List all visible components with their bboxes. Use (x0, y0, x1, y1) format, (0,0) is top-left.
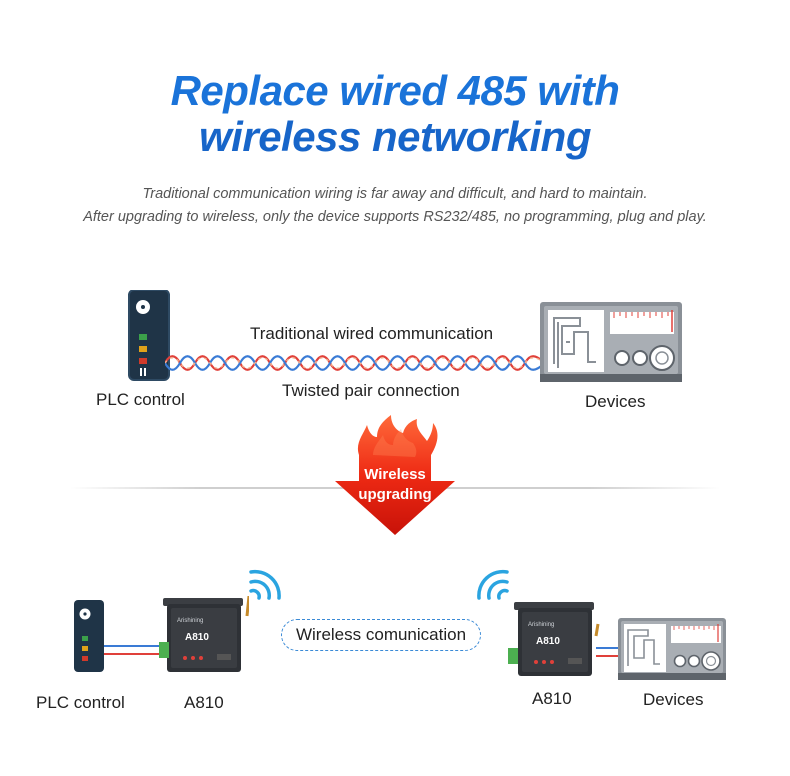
a810-left-label: A810 (184, 693, 224, 712)
wired-devices-label: Devices (585, 392, 646, 411)
rs485-wires-right (596, 647, 622, 657)
a810-module-left-icon: Arishining A810 (159, 596, 249, 672)
wifi-signal-right-icon (477, 569, 509, 600)
plc-controller-icon (128, 290, 170, 381)
device-panel-small-icon (618, 618, 726, 680)
title-line-2: wireless networking (199, 113, 591, 160)
wireless-link-label: Wireless comunication (281, 619, 481, 651)
a810-right-label: A810 (532, 689, 572, 708)
wireless-upgrading-badge: Wireless upgrading (333, 465, 457, 505)
module-brand-text-right: Arishining (528, 622, 554, 628)
rs485-wires-left (104, 645, 166, 655)
wired-bottom-label: Twisted pair connection (282, 381, 460, 400)
module-model-text-right: A810 (536, 636, 560, 647)
flame-arrow-icon (335, 415, 455, 535)
title-line-1: Replace wired 485 with (170, 67, 620, 114)
wireless-plc-label: PLC control (36, 693, 125, 712)
wired-top-label: Traditional wired communication (250, 324, 494, 343)
a810-module-right-icon: Arishining A810 (508, 602, 600, 676)
twisted-pair-wire (165, 355, 545, 371)
module-brand-text: Arishining (177, 618, 203, 624)
badge-line-1: Wireless (364, 466, 426, 483)
module-model-text: A810 (185, 632, 209, 643)
subtitle-line-1: Traditional communication wiring is far … (142, 186, 648, 202)
badge-line-2: upgrading (358, 486, 432, 503)
device-panel-icon (540, 302, 682, 382)
wireless-devices-label: Devices (643, 690, 704, 709)
plc-controller-small-icon (74, 600, 104, 672)
subtitle-line-2: After upgrading to wireless, only the de… (83, 209, 707, 225)
wired-plc-label: PLC control (96, 390, 185, 409)
wifi-signal-left-icon (249, 569, 281, 600)
